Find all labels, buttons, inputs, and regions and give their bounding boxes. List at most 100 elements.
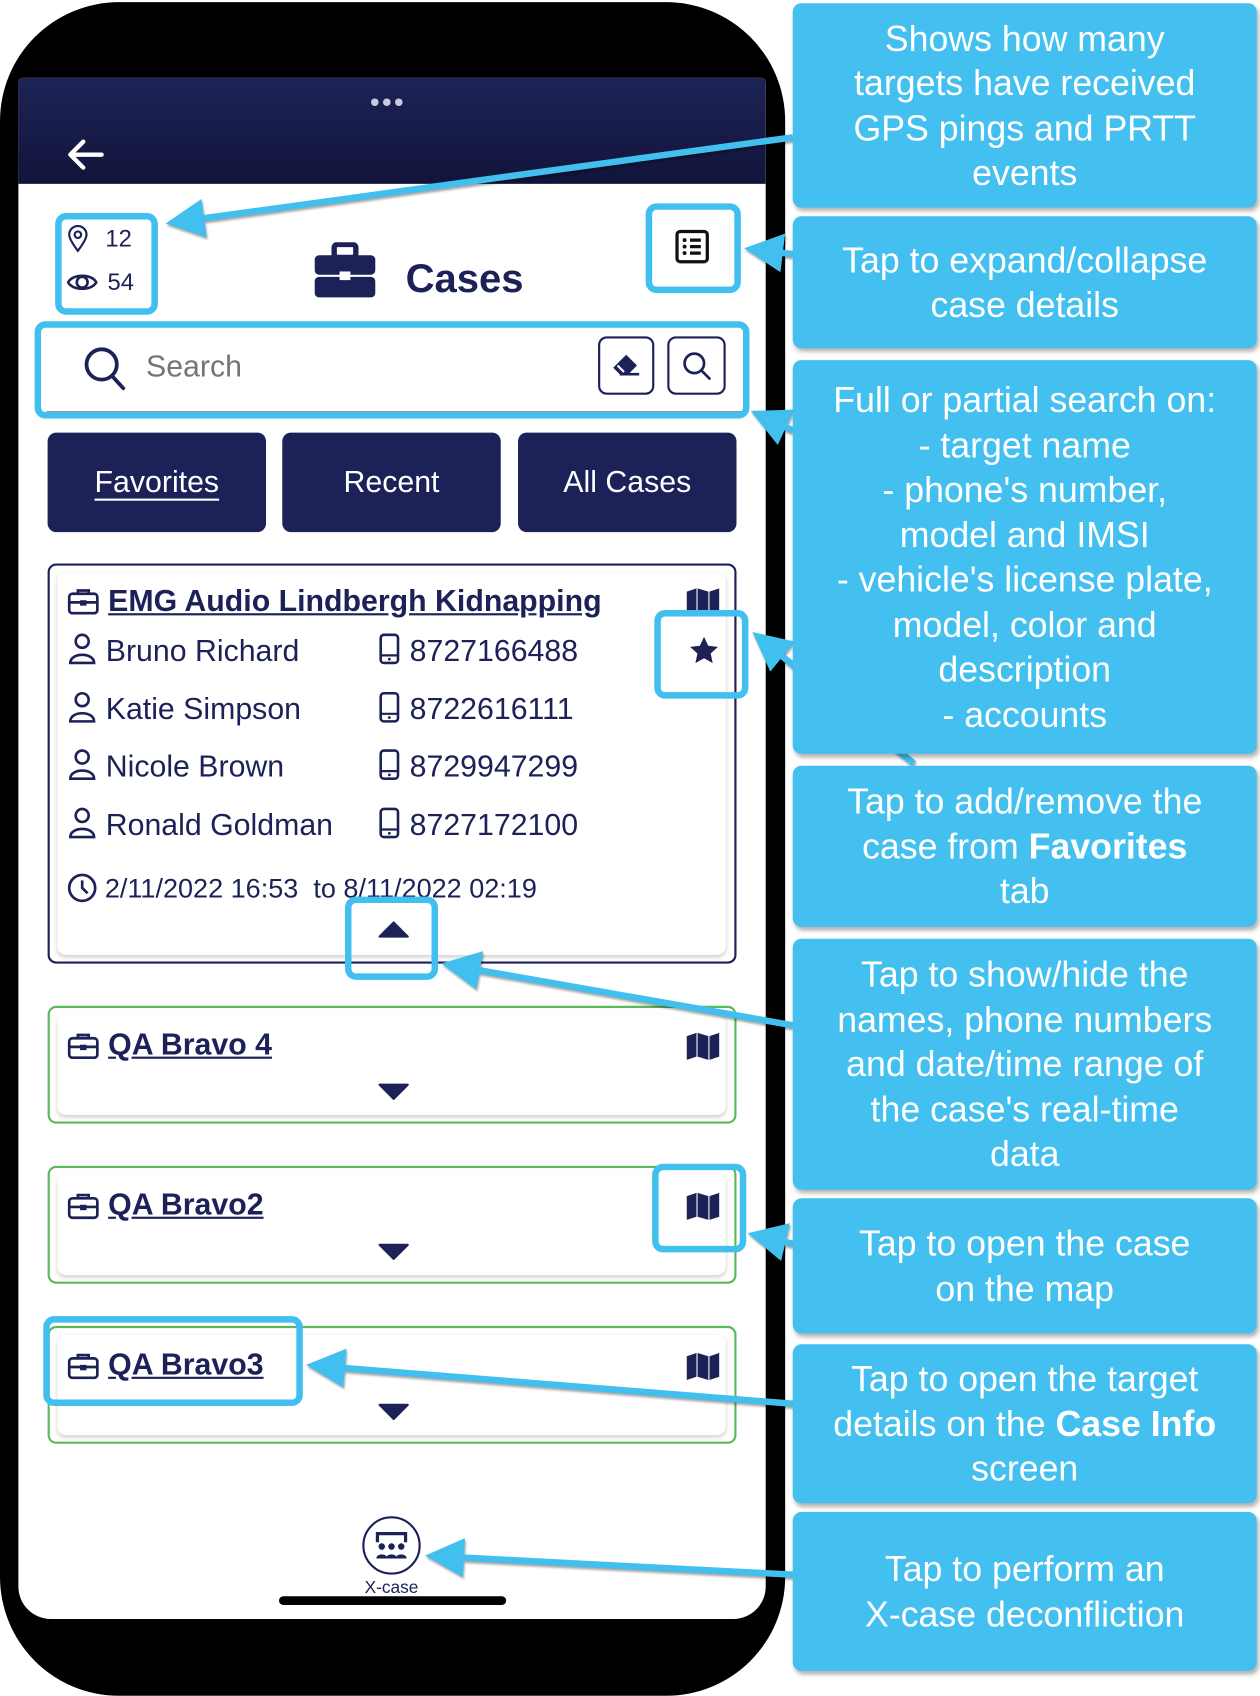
highlight-expand <box>344 896 439 980</box>
case-card: QA Bravo2 <box>47 1165 737 1284</box>
callout-text: Case Info <box>1055 1403 1217 1444</box>
highlight-list-toggle <box>645 203 741 294</box>
map-icon[interactable] <box>686 1352 721 1380</box>
xcase-group-icon <box>374 1531 409 1559</box>
callout-text: and date/time range of <box>846 1043 1204 1084</box>
callout-line: details on the Case Info <box>793 1401 1257 1446</box>
range-from: 2/11/2022 16:53 <box>104 873 299 905</box>
map-icon[interactable] <box>686 587 721 616</box>
case-title-link[interactable]: QA Bravo3 <box>108 1347 264 1382</box>
search-input[interactable] <box>143 343 560 390</box>
search-icon <box>83 346 126 391</box>
page-title: Cases <box>405 256 524 301</box>
callout-text: GPS pings and PRTT <box>853 107 1196 148</box>
phone-number: 8727172100 <box>409 807 579 841</box>
callout-text: model, color and <box>892 604 1157 645</box>
callout-text: names, phone numbers <box>837 999 1213 1040</box>
briefcase-icon <box>314 242 377 298</box>
phone-number: 8729947299 <box>409 749 579 784</box>
expand-caret-down-icon[interactable] <box>377 1402 409 1421</box>
clear-search-button[interactable] <box>598 336 655 395</box>
callout-line: and date/time range of <box>793 1042 1257 1087</box>
gps-stat: 12 <box>66 225 132 253</box>
callout-line: Tap to open the target <box>793 1356 1257 1401</box>
briefcase-outline-icon <box>67 1192 99 1220</box>
callout-line: on the map <box>793 1266 1257 1311</box>
callout-text: targets have received <box>854 62 1196 103</box>
callout-text: - accounts <box>942 693 1108 734</box>
xcase-label: X-case <box>364 1578 419 1598</box>
highlight-search <box>34 321 750 419</box>
case-title-link[interactable]: QA Bravo 4 <box>108 1027 272 1061</box>
person-icon <box>67 633 97 665</box>
callout-text: model and IMSI <box>899 514 1150 555</box>
map-icon[interactable] <box>686 1192 721 1220</box>
collapse-caret-up-icon[interactable] <box>377 920 409 939</box>
search-icon <box>681 350 711 380</box>
date-range: 2/11/2022 16:53 to 8/11/2022 02:19 <box>67 873 537 905</box>
callout-text: X-case deconfliction <box>865 1593 1185 1634</box>
callout-line: model, color and <box>793 602 1257 647</box>
case-title-link[interactable]: QA Bravo2 <box>108 1187 264 1222</box>
arrow-search <box>750 409 795 445</box>
xcase-button[interactable] <box>362 1516 421 1575</box>
callout-line: - accounts <box>793 692 1257 737</box>
callout-text: data <box>989 1133 1060 1174</box>
expand-caret-down-icon[interactable] <box>377 1082 409 1101</box>
case-title-link[interactable]: EMG Audio Lindbergh Kidnapping <box>108 584 602 618</box>
target-name[interactable]: Bruno Richard <box>105 633 300 668</box>
phone-icon <box>377 633 401 665</box>
eye-icon <box>66 269 98 295</box>
phone-icon <box>377 691 401 723</box>
target-name[interactable]: Katie Simpson <box>105 691 302 726</box>
phone-number: 8727166488 <box>409 633 579 668</box>
callout-line: Tap to expand/collapse <box>793 237 1257 282</box>
callout-line: Tap to add/remove the <box>793 779 1257 824</box>
callout-text: Favorites <box>1028 825 1188 867</box>
callout-text: screen <box>971 1448 1079 1489</box>
expand-caret-down-icon[interactable] <box>377 1242 409 1261</box>
phone-icon <box>377 806 401 838</box>
callout-text: description <box>938 648 1112 689</box>
callout-line: - target name <box>793 422 1257 467</box>
eraser-icon <box>611 353 641 379</box>
target-row[interactable]: Bruno Richard <box>67 633 299 669</box>
callout-line: names, phone numbers <box>793 997 1257 1042</box>
callout-text: case details <box>930 284 1119 325</box>
tab-label: Favorites <box>94 465 220 499</box>
tab-recent[interactable]: Recent <box>282 432 501 533</box>
target-row[interactable]: Ronald Goldman <box>67 806 333 842</box>
callout-text: events <box>972 152 1078 193</box>
callout-text: - phone's number, <box>882 469 1168 510</box>
callout-line: Tap to show/hide the <box>793 952 1257 997</box>
back-arrow-icon[interactable] <box>67 138 104 170</box>
phone-number: 8722616111 <box>409 691 574 726</box>
search-button[interactable] <box>667 336 726 395</box>
callout-text: Tap to expand/collapse <box>842 239 1208 280</box>
callout-line: tab <box>793 869 1257 914</box>
target-phone: 8727166488 <box>377 633 578 669</box>
target-row[interactable]: Katie Simpson <box>67 691 301 727</box>
callout-text: Shows how many <box>884 17 1165 58</box>
list-view-toggle-icon[interactable] <box>675 229 710 264</box>
arrow-list-toggle <box>744 233 794 273</box>
map-icon[interactable] <box>686 1032 721 1060</box>
callout-text: case from <box>862 825 1029 867</box>
arrow-map <box>747 1223 794 1262</box>
target-name[interactable]: Ronald Goldman <box>105 807 334 841</box>
target-phone: 8722616111 <box>377 691 574 727</box>
callout-text: Full or partial search on: <box>833 379 1217 420</box>
tab-favorites[interactable]: Favorites <box>47 432 267 533</box>
arrow-case-title <box>306 1348 793 1408</box>
callout-text: Tap to open the target <box>851 1358 1199 1399</box>
target-name[interactable]: Nicole Brown <box>105 749 285 784</box>
callout-box: Full or partial search on:- target name-… <box>792 360 1257 754</box>
target-row[interactable]: Nicole Brown <box>67 748 284 784</box>
clock-icon <box>67 873 97 903</box>
favorite-star-icon[interactable] <box>688 635 720 667</box>
tab-all-cases[interactable]: All Cases <box>518 432 737 533</box>
